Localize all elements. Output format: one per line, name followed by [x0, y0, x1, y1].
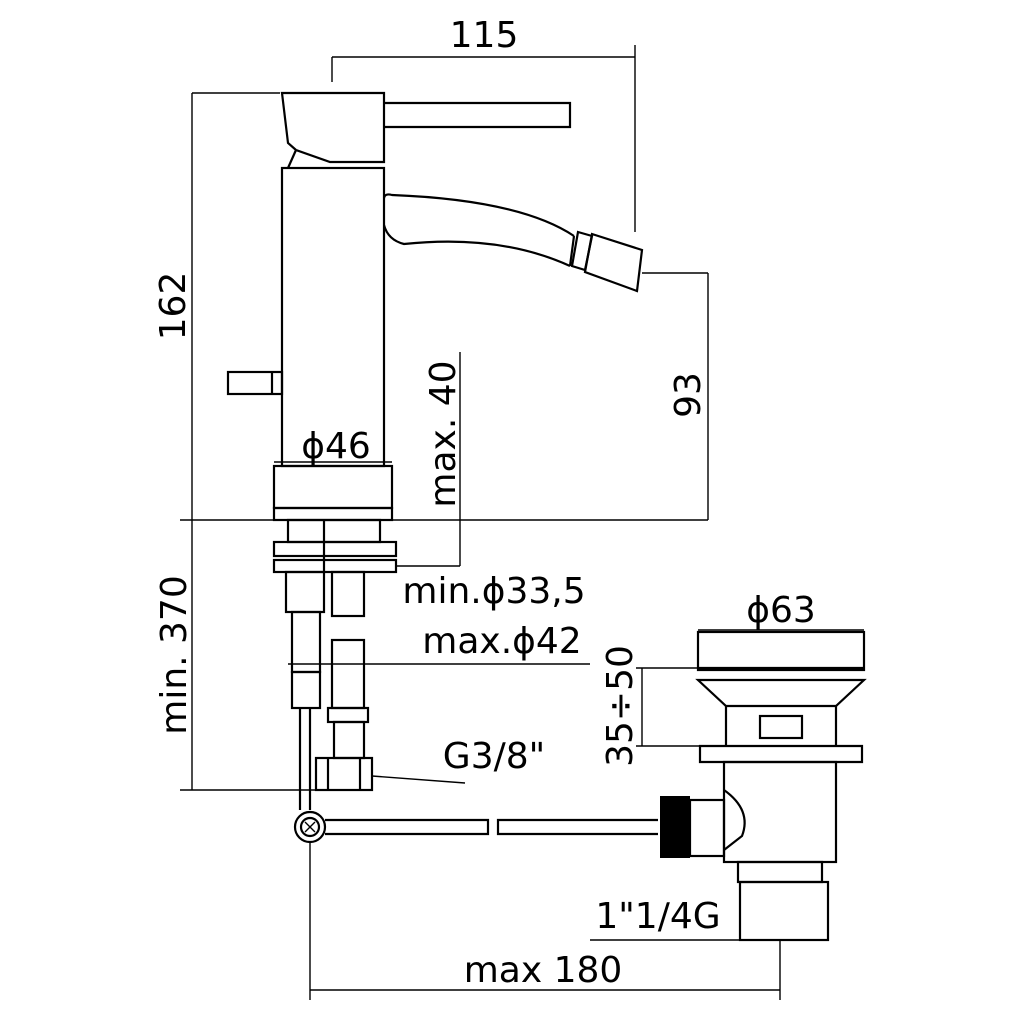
- drain-body: [722, 760, 838, 864]
- dim-max40: max. 40: [423, 360, 464, 507]
- spout-top: [382, 193, 575, 237]
- dimension-labels: 115 162 93 ϕ46 max. 40 min.ϕ33,5 max.ϕ42…: [153, 15, 816, 991]
- linkage-rod-right: [496, 818, 658, 836]
- dim-162: 162: [153, 272, 194, 341]
- nozzle-tip: [583, 232, 644, 293]
- spout-bottom: [382, 224, 571, 268]
- dim-1-1-4g: 1"1/4G: [595, 896, 720, 937]
- dim-phi46: ϕ46: [301, 426, 371, 467]
- dim-g3-8: G3/8": [443, 736, 545, 777]
- mounting-plate: [272, 540, 398, 558]
- drain-neck: [724, 706, 838, 746]
- dimension-lines: [180, 45, 864, 1000]
- linkage-rod-left: [325, 818, 490, 836]
- base-ring: [272, 506, 394, 522]
- drain-assembly: [660, 630, 867, 942]
- mounting-nut: [272, 558, 398, 574]
- side-port: [723, 789, 746, 851]
- flex-hose-lower: [330, 638, 366, 710]
- dim-min-phi33-5: min.ϕ33,5: [402, 571, 585, 612]
- dim-35-50: 35÷50: [600, 645, 641, 767]
- dim-93: 93: [668, 372, 709, 418]
- flex-hose-upper: [330, 570, 366, 618]
- threaded-shank: [284, 570, 326, 614]
- popup-knob: [226, 370, 284, 396]
- hose-stem: [332, 720, 366, 760]
- lever-rod: [384, 101, 572, 129]
- port-collar: [688, 798, 726, 858]
- mounting-washer: [286, 518, 382, 544]
- port-nut: [660, 796, 690, 858]
- dim-max180: max 180: [464, 950, 623, 991]
- dim-max-phi42: max.ϕ42: [422, 621, 581, 662]
- hose-collar: [326, 706, 370, 724]
- shank-lower: [290, 610, 322, 674]
- drain-window: [758, 714, 804, 740]
- dim-115: 115: [450, 15, 519, 56]
- lever-handle: [280, 91, 386, 164]
- shank-end: [290, 670, 322, 710]
- dim-min370: min. 370: [154, 575, 195, 735]
- tail-pipe: [738, 880, 830, 942]
- drain-cap: [696, 630, 866, 672]
- faucet-body: [280, 166, 386, 468]
- drain-flange: [695, 678, 867, 708]
- dim-phi63: ϕ63: [746, 590, 816, 631]
- hose-nut: [314, 756, 374, 792]
- drain-washer: [698, 744, 864, 764]
- base-plate: [272, 464, 394, 510]
- tail-ring: [736, 860, 824, 884]
- faucet-outline: [226, 91, 644, 522]
